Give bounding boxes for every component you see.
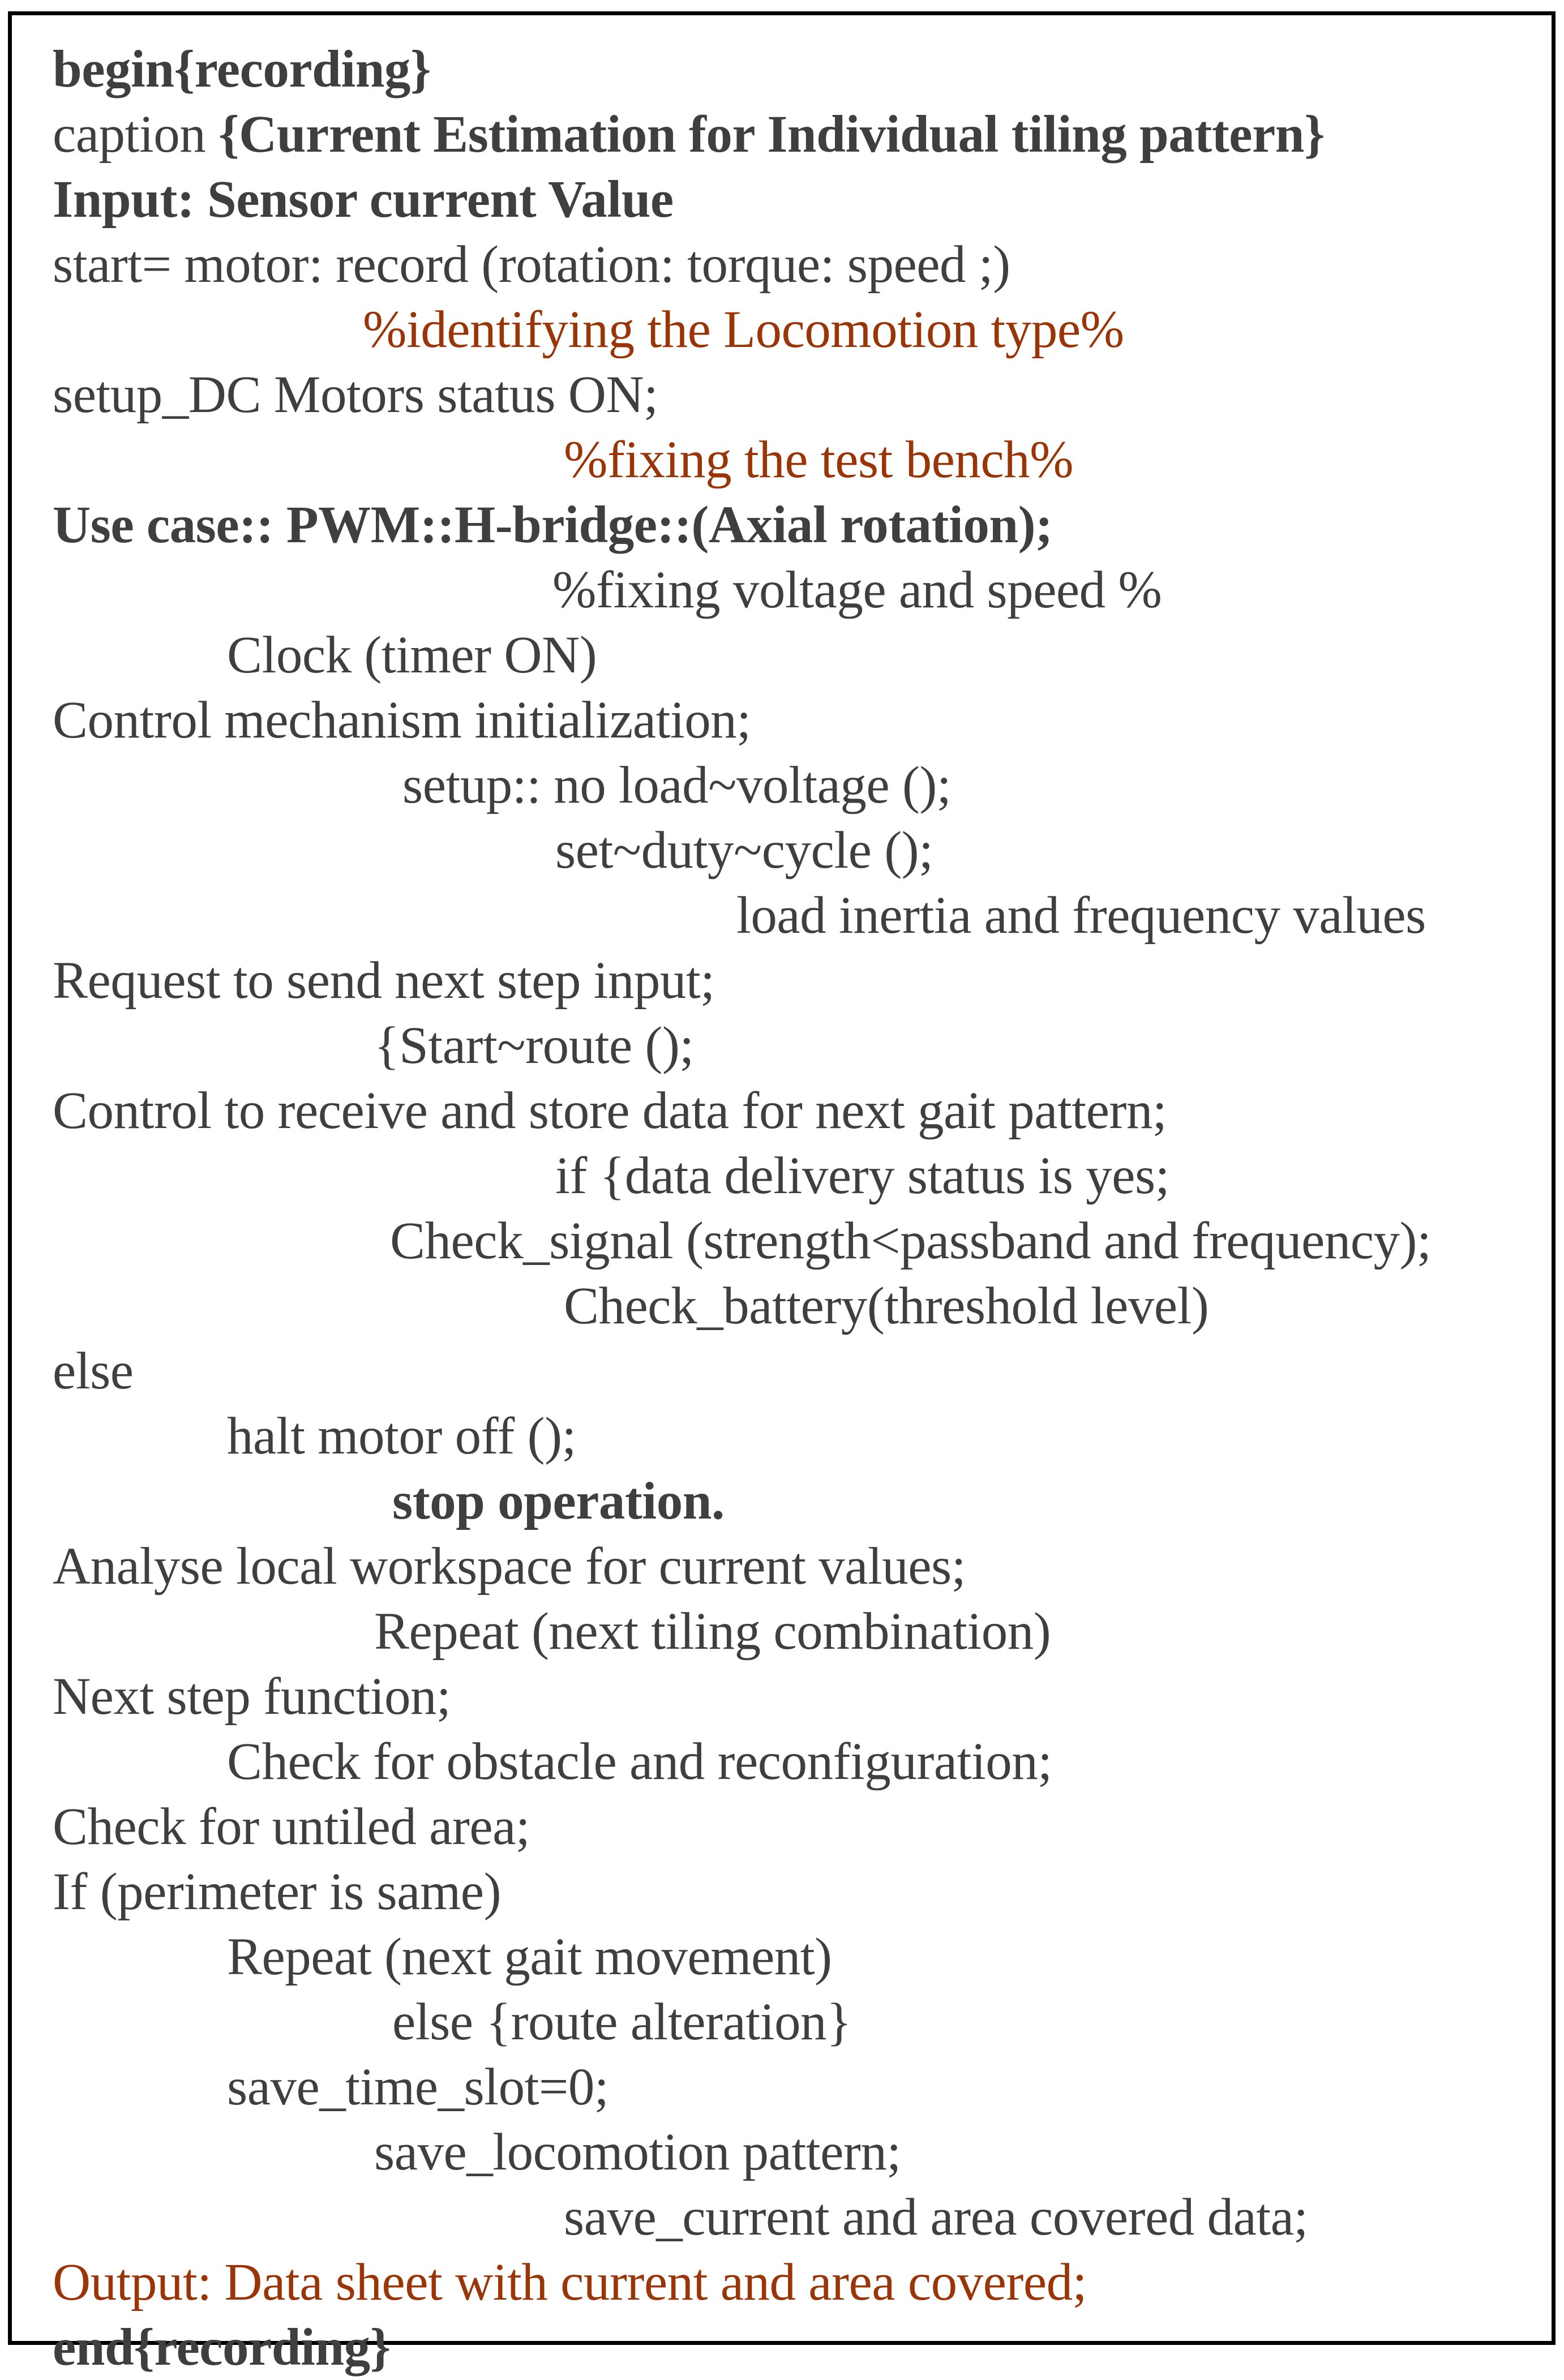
- pseudocode-line: start= motor: record (rotation: torque: …: [53, 235, 1010, 294]
- pseudocode-line: Clock (timer ON): [227, 626, 597, 684]
- pseudocode-line: save_current and area covered data;: [564, 2188, 1308, 2246]
- pseudocode-line: stop operation.: [392, 1472, 725, 1530]
- pseudocode-line: Repeat (next gait movement): [227, 1928, 832, 1986]
- pseudocode-line: %identifying the Locomotion type%: [363, 301, 1124, 359]
- pseudocode-line: %fixing the test bench%: [564, 431, 1074, 489]
- pseudocode-line: load inertia and frequency values: [736, 886, 1426, 945]
- pseudocode-line-prefix: caption: [53, 105, 218, 164]
- pseudocode-line: Input: Sensor current Value: [53, 170, 674, 229]
- pseudocode-line: caption {Current Estimation for Individu…: [12, 102, 1552, 167]
- pseudocode-line: save_time_slot=0;: [227, 2058, 609, 2116]
- pseudocode-line: setup_DC Motors status ON;: [53, 366, 658, 424]
- pseudocode-line: end{recording}: [53, 2318, 391, 2377]
- pseudocode-line: If (perimeter is same): [53, 1863, 502, 1921]
- pseudocode-line: Check for untiled area;: [53, 1798, 530, 1856]
- pseudocode-line: setup:: no load~voltage ();: [402, 756, 952, 814]
- pseudocode-line: %fixing voltage and speed %: [552, 561, 1162, 619]
- pseudocode-line: Check_signal (strength<passband and freq…: [390, 1212, 1432, 1270]
- pseudocode-line: Analyse local workspace for current valu…: [53, 1537, 966, 1596]
- pseudocode-line: else {route alteration}: [392, 1993, 852, 2051]
- algorithm-pseudocode-frame: begin{recording}caption {Current Estimat…: [8, 11, 1556, 2377]
- pseudocode-line: {Start~route ();: [374, 1017, 694, 1075]
- pseudocode-line: save_locomotion pattern;: [374, 2123, 901, 2181]
- pseudocode-line: Next step function;: [53, 1667, 451, 1726]
- pseudocode-line: if {data delivery status is yes;: [555, 1147, 1169, 1205]
- pseudocode-line: begin{recording}: [53, 40, 431, 98]
- pseudocode-line: Request to send next step input;: [53, 951, 715, 1010]
- pseudocode-line: Check_battery(threshold level): [564, 1277, 1209, 1335]
- pseudocode-line: Use case:: PWM::H-bridge::(Axial rotatio…: [53, 496, 1053, 554]
- pseudocode-line: halt motor off ();: [227, 1407, 576, 1465]
- pseudocode-line: Output: Data sheet with current and area…: [53, 2253, 1087, 2312]
- pseudocode-line: else: [53, 1342, 134, 1400]
- pseudocode-line-emphasis: {Current Estimation for Individual tilin…: [218, 105, 1325, 164]
- pseudocode-line-list: begin{recording}caption {Current Estimat…: [12, 15, 1552, 2380]
- pseudocode-line: Control mechanism initialization;: [53, 691, 751, 749]
- pseudocode-line: Check for obstacle and reconfiguration;: [227, 1733, 1052, 1791]
- pseudocode-line: Repeat (next tiling combination): [374, 1602, 1051, 1661]
- pseudocode-line: Control to receive and store data for ne…: [53, 1082, 1167, 1140]
- pseudocode-line: set~duty~cycle ();: [555, 821, 933, 880]
